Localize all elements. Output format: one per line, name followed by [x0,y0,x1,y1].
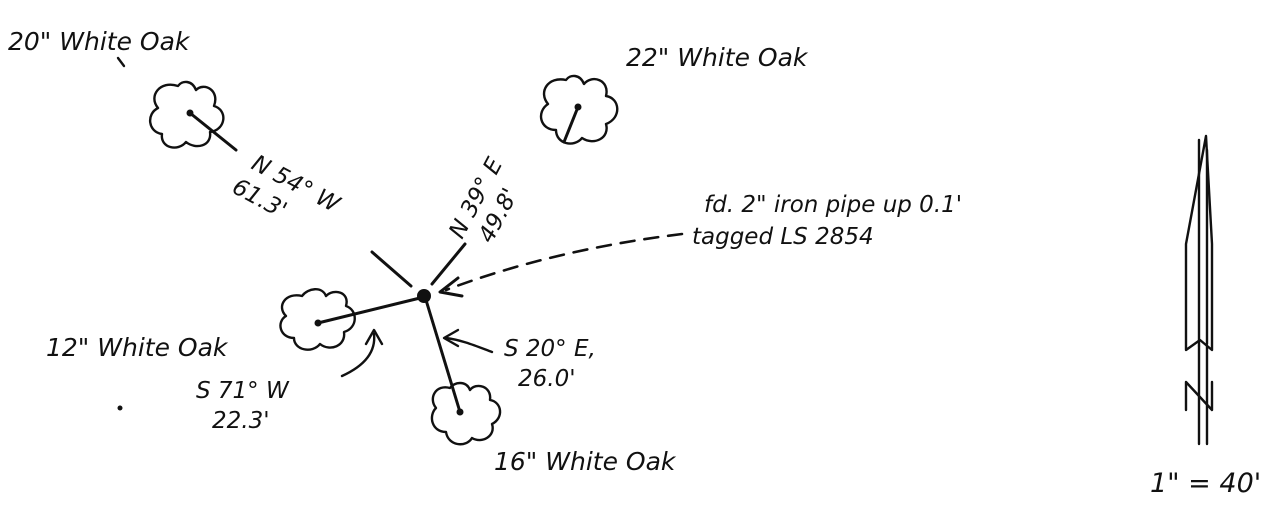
tree-ne [539,74,619,145]
bearing-w: S 71° W [196,378,290,404]
distance-s: 26.0' [518,366,576,392]
tree-label-ne: 22" White Oak [626,43,809,72]
tree-icon [279,288,356,351]
tie-line-s [424,298,462,414]
bearing-arrow-w-head [364,328,384,346]
tie-line-nw-tree [188,111,238,152]
tie-lines [188,105,580,414]
tree-nw [149,80,225,149]
monument-note-line2: tagged LS 2854 [692,224,874,250]
tie-line-w [316,296,422,325]
tree-label-s: 16" White Oak [494,447,677,476]
distance-w: 22.3' [212,408,270,434]
tree-s [430,381,502,446]
stray-mark [117,405,123,411]
tree-w [279,288,356,351]
tie-line-nw-point [370,250,413,288]
tie-line-ne-tree [562,105,580,144]
north-arrow-icon [1184,134,1214,446]
tree-label-nw: 20" White Oak [8,27,191,56]
leader-arrowhead [438,276,464,298]
tie-line-ne-point [430,242,467,286]
stray-mark [116,56,126,68]
bearing-s: S 20° E, [504,336,596,362]
scale-label: 1" = 40' [1150,468,1261,499]
tree-label-w: 12" White Oak [46,333,229,362]
tree-icon [539,74,619,145]
bearing-arrow-s-head [442,328,460,348]
tree-icon [430,381,502,446]
monument-note-line1: fd. 2" iron pipe up 0.1' [704,192,962,218]
tree-icon [149,80,225,149]
bearing-arrow-s [444,336,494,354]
leader-line [444,232,684,292]
bearing-arrow-w [340,332,376,378]
point-icon [417,289,431,303]
